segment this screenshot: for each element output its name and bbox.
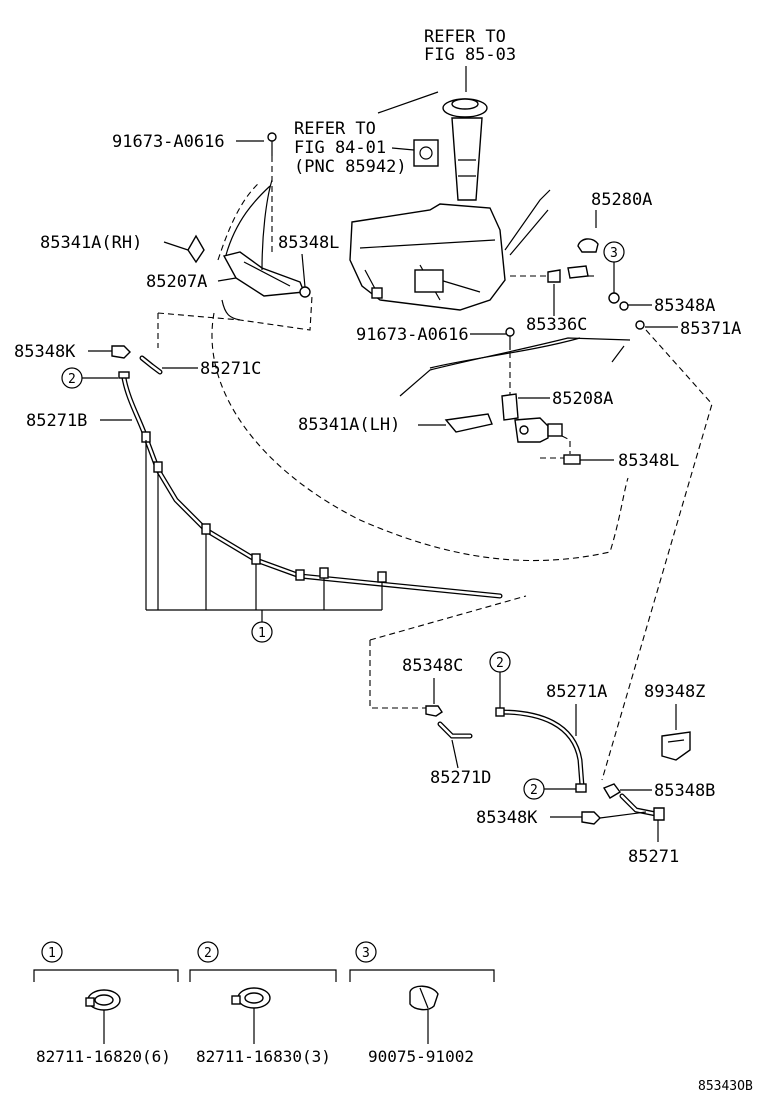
washer-tank — [349, 98, 551, 311]
headlamp-washer-nozzle-lh — [444, 413, 493, 433]
diagram-text: 1 — [48, 946, 56, 961]
label-85280a: 85280A — [591, 190, 652, 210]
diagram-text: 82711-16820(6) — [36, 1047, 171, 1066]
label-85336c: 85336C — [526, 315, 587, 335]
label-85348l-top: 85348L — [278, 233, 339, 253]
label-85348b: 85348B — [654, 781, 715, 801]
diagram-text: 2 — [496, 656, 504, 671]
diagram-text: REFER TO — [294, 119, 376, 139]
callout-2-low: 2 — [523, 778, 576, 800]
diagram-text: 2 — [530, 783, 538, 798]
label-85348k-bot: 85348K — [476, 808, 538, 828]
diagram-text: 3 — [362, 946, 370, 961]
diagram-text: FIG 85-03 — [424, 45, 516, 65]
diagram-text: 90075-91002 — [368, 1047, 474, 1066]
callout-2-mid: 2 — [489, 651, 511, 710]
callout-3: 3 — [603, 241, 625, 294]
label-85207a: 85207A — [146, 272, 207, 292]
label-85271: 85271 — [628, 847, 679, 867]
label-85271d: 85271D — [430, 768, 491, 788]
bolt-91673-top — [236, 132, 277, 255]
label-85271a: 85271A — [546, 682, 607, 702]
washer-pump — [501, 393, 563, 443]
label-85271b: 85271B — [26, 411, 87, 431]
figure-id: 85343OB — [698, 1079, 753, 1094]
label-85208a: 85208A — [552, 389, 613, 409]
label-89348z: 89348Z — [644, 682, 705, 702]
callout-1-bracket: 1 — [145, 440, 383, 643]
headlamp-washer-nozzle-rh — [187, 179, 311, 321]
label-85348a: 85348A — [654, 296, 715, 316]
diagram-text: (PNC 85942) — [294, 157, 407, 177]
diagram-text: FIG 84-01 — [294, 138, 386, 158]
label-91673-a0616-mid: 91673-A0616 — [356, 325, 469, 345]
diagram-text: REFER TO — [424, 27, 506, 47]
label-85348k-top: 85348K — [14, 342, 76, 362]
reference-fig-84-01: REFER TO FIG 84-01 (PNC 85942) — [294, 91, 439, 177]
diagram-text: 3 — [610, 246, 618, 261]
label-85348c: 85348C — [402, 656, 463, 676]
legend: 1 82711-16820(6) 2 82711-16830(3) 3 9007… — [33, 941, 495, 1066]
label-85341a-rh: 85341A(RH) — [40, 233, 142, 253]
label-85271c: 85271C — [200, 359, 261, 379]
label-85371a: 85371A — [680, 319, 741, 339]
label-91673-a0616-top: 91673-A0616 — [112, 132, 225, 152]
label-85341a-lh: 85341A(LH) — [298, 415, 400, 435]
callout-2-top: 2 — [61, 367, 118, 389]
diagram-text: 2 — [68, 372, 76, 387]
diagram-text: 82711-16830(3) — [196, 1047, 331, 1066]
diagram-text: 2 — [204, 946, 212, 961]
diagram-text: 1 — [258, 626, 266, 641]
label-85348l-mid: 85348L — [618, 451, 679, 471]
reference-fig-85-03: REFER TO FIG 85-03 — [424, 27, 516, 92]
